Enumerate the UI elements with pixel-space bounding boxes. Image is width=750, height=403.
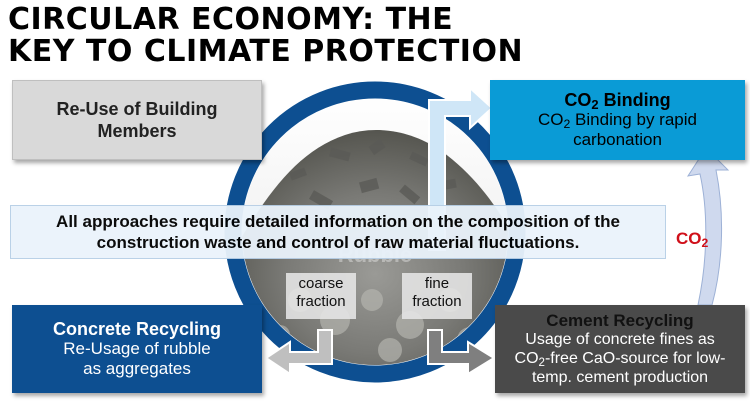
page-title: CIRCULAR ECONOMY: THE KEY TO CLIMATE PRO… xyxy=(8,4,523,68)
arrow-to-concrete-recycling xyxy=(264,329,333,376)
cement-recycling-box: Cement Recycling Usage of concrete fines… xyxy=(495,305,745,393)
reuse-line-2: Members xyxy=(97,121,177,141)
co2-cycle-arrow xyxy=(686,147,730,306)
title-line-1: CIRCULAR ECONOMY: THE xyxy=(8,2,454,37)
title-line-2: KEY TO CLIMATE PROTECTION xyxy=(8,34,524,69)
arrow-to-cement-recycling xyxy=(427,329,496,376)
concrete-recycling-box: Concrete Recycling Re-Usage of rubble as… xyxy=(12,305,262,393)
reuse-line-1: Re-Use of Building xyxy=(56,99,218,119)
cement-recycling-heading: Cement Recycling xyxy=(546,311,694,330)
cement-line-1: Usage of concrete fines as xyxy=(525,331,715,348)
co2-binding-heading: CO2 Binding xyxy=(564,90,671,113)
cement-line-3: temp. cement production xyxy=(531,369,709,386)
concrete-recycling-heading: Concrete Recycling xyxy=(52,319,222,339)
co2-cycle-label: CO2 xyxy=(676,229,709,251)
concrete-line-2: as aggregates xyxy=(83,359,191,378)
fine-fraction-label: fine fraction xyxy=(402,273,472,319)
info-callout: All approaches require detailed informat… xyxy=(10,205,666,259)
concrete-line-1: Re-Usage of rubble xyxy=(63,339,211,358)
co2-binding-desc-1: CO2 Binding by rapid xyxy=(538,110,697,132)
cement-line-2: CO2-free CaO-source for low- xyxy=(514,350,726,369)
callout-line-2: construction waste and control of raw ma… xyxy=(96,233,580,252)
coarse-fraction-label: coarse fraction xyxy=(286,273,356,319)
co2-binding-box: CO2 Binding CO2 Binding by rapid carbona… xyxy=(490,80,745,160)
reuse-building-members-box: Re-Use of Building Members xyxy=(12,80,262,160)
callout-line-1: All approaches require detailed informat… xyxy=(56,212,620,231)
co2-binding-desc-2: carbonation xyxy=(573,130,662,149)
